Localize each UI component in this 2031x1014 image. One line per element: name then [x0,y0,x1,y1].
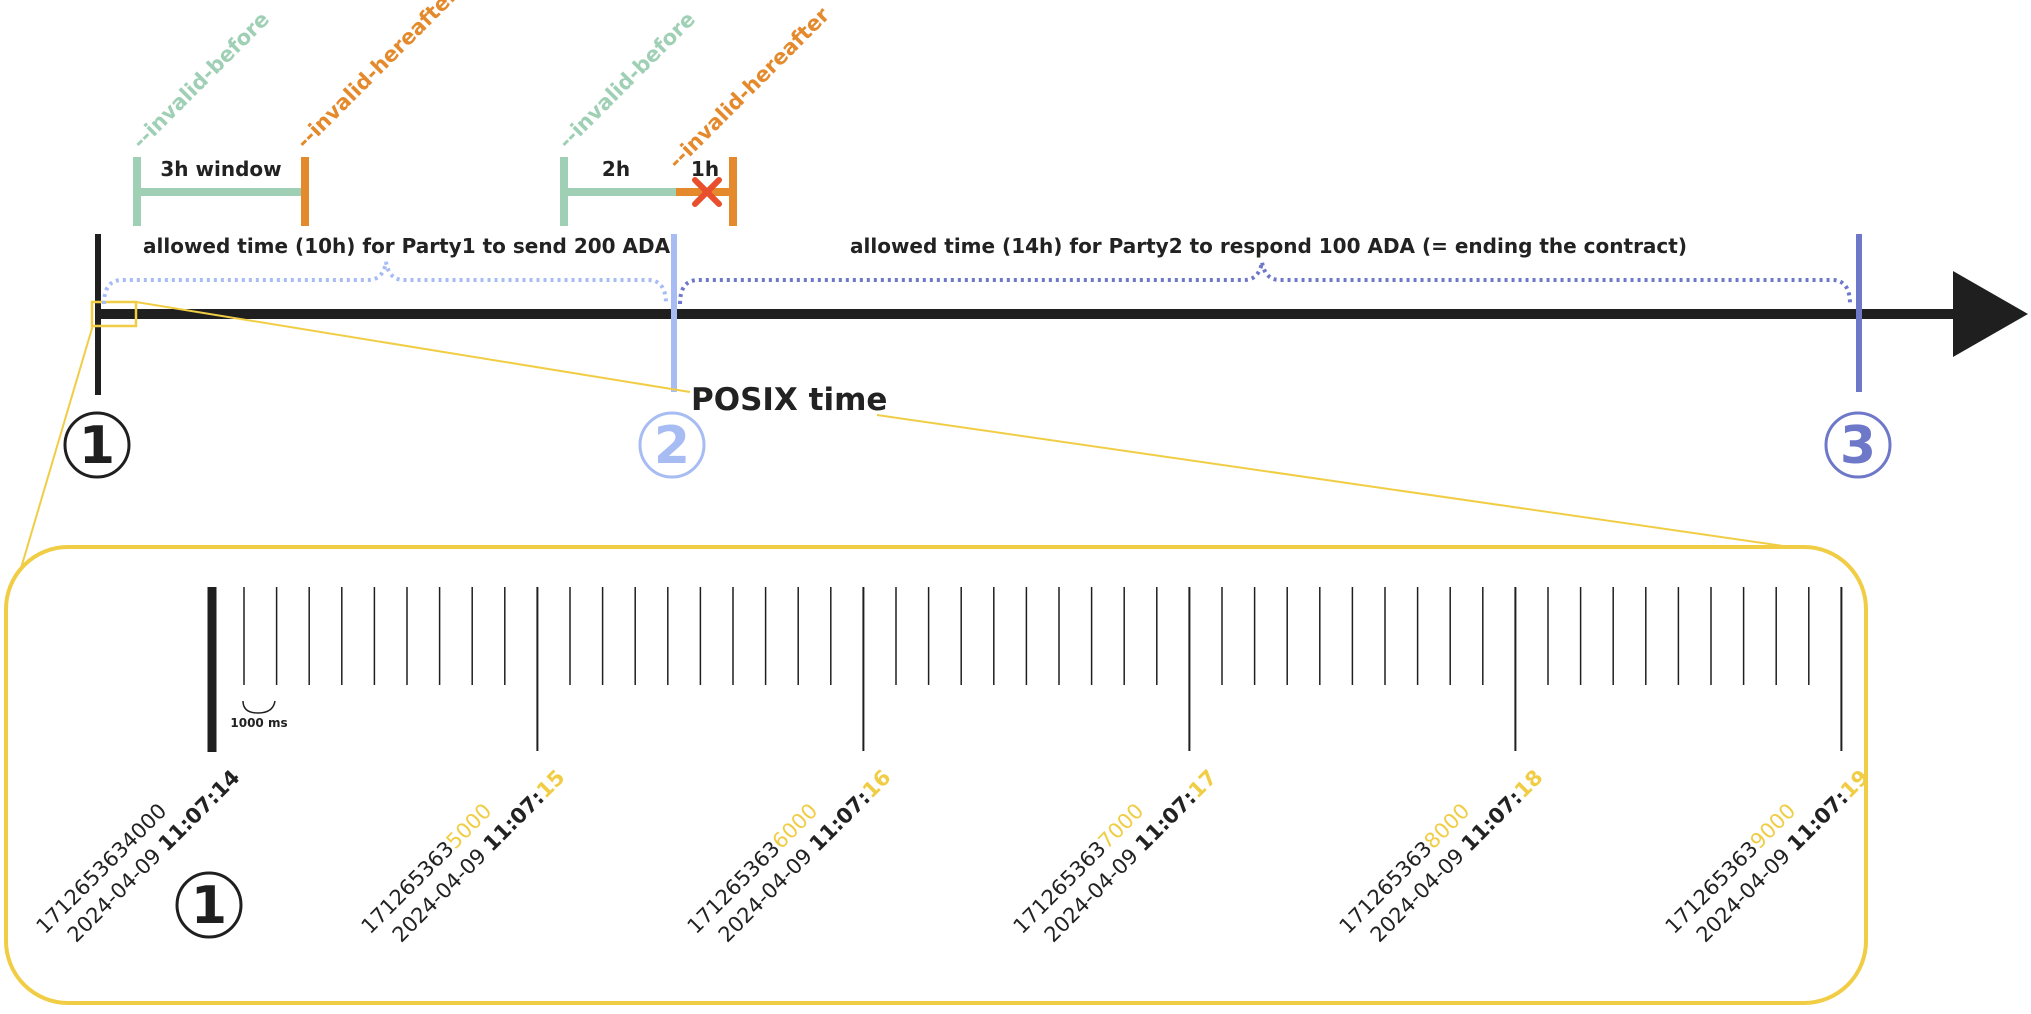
zoom-tick-marks [243,587,1843,751]
marker-circle-1-label: 1 [79,416,115,476]
window-1-span-label: 3h window [160,157,281,181]
marker-circle-2-label: 2 [654,416,690,476]
marker-circle-2: 2 [638,411,706,479]
zoom-panel-frame [4,545,1868,1005]
marker-circle-3-label: 3 [1840,416,1876,476]
range-brace-party2 [678,261,1852,305]
top-timeline: 1 2 3 POSIX time allowed time (10h) for … [7,0,2028,613]
zoom-connector-right-b [876,414,1791,548]
window-2-before-label: --invalid-before [554,7,700,153]
validity-window-1: 3h window --invalid-before --invalid-her… [128,0,463,226]
window-2-valid-label: 2h [602,157,630,181]
zoom-source-box [90,300,138,328]
window-1-before-label: --invalid-before [128,7,274,153]
range-label-party1: allowed time (10h) for Party1 to send 20… [143,234,671,258]
window-2-invalid-label: 1h [691,157,719,181]
marker-circle-1: 1 [63,411,131,479]
interval-label: 1000 ms [230,716,287,730]
zoom-marker-circle-1-label: 1 [191,876,227,936]
validity-window-2: 2h 1h --invalid-before --invalid-hereaft… [554,2,835,226]
zoom-panel: 1000 ms 1 1712653634000 2024-04-09 11:07… [4,545,1874,1005]
window-1-hereafter-label: --invalid-hereafter [292,0,463,154]
zoom-connector-left [7,324,94,613]
time-axis-arrowhead [1953,271,2028,357]
cross-icon [692,177,722,207]
zoom-connector-right-a [135,301,691,393]
marker-circle-3: 3 [1824,411,1892,479]
axis-label: POSIX time [691,382,887,418]
range-label-party2: allowed time (14h) for Party2 to respond… [850,234,1687,258]
interval-brace [242,700,276,714]
range-brace-party1 [102,261,668,305]
zoom-marker-circle-1: 1 [175,871,243,939]
